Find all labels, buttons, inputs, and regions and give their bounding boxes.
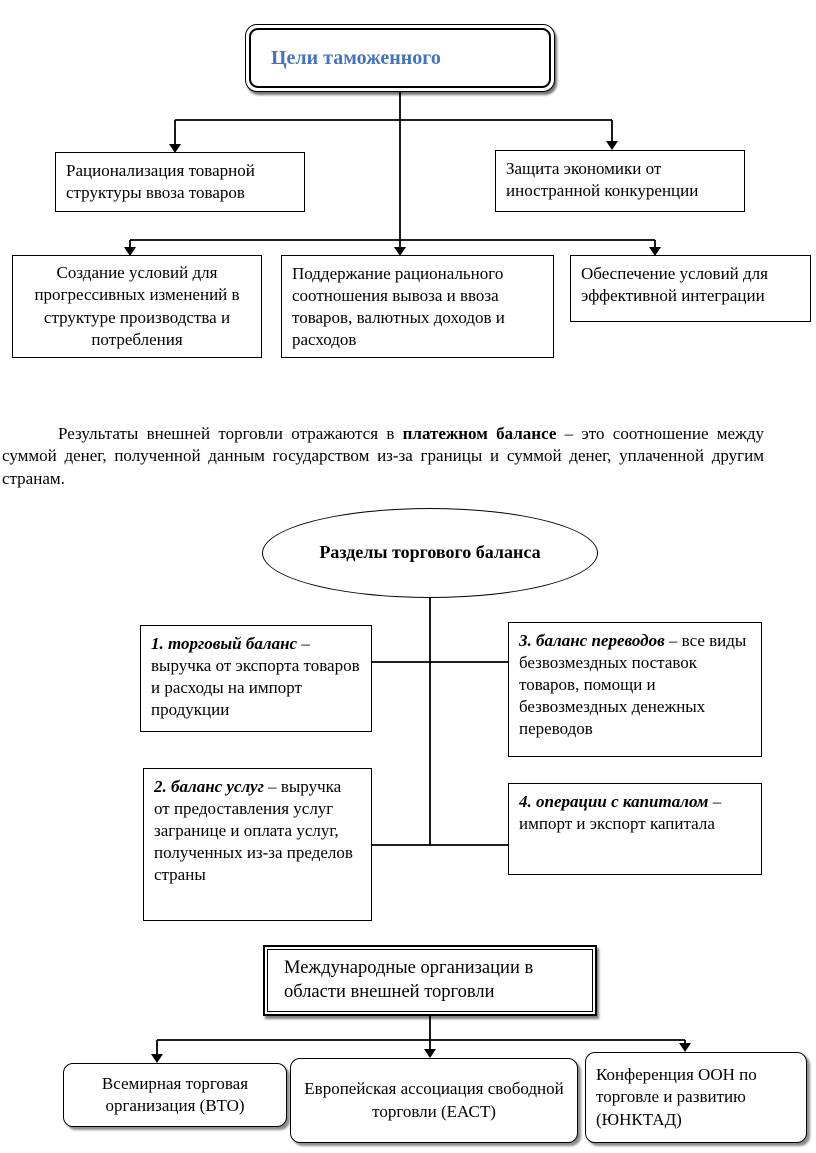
balance-box-transfers-term: 3. баланс переводов: [519, 631, 665, 650]
org-box-wto-label: Всемирная торговая организация (ВТО): [101, 1073, 249, 1115]
goal-box-effective-integration: Обеспечение условий для эффективной инте…: [570, 255, 811, 322]
trade-balance-title: Разделы торгового баланса: [319, 542, 541, 563]
customs-goals-title-inner: Цели таможенного: [249, 28, 551, 88]
goal-box-rational-ratio-label: Поддержание рационального соотношения вы…: [292, 264, 505, 350]
balance-box-services-rest: – выручка от предоставления услуг загран…: [154, 777, 353, 885]
paragraph-lead: Результаты внешней торговли отражаются в: [58, 424, 403, 443]
trade-balance-ellipse: Разделы торгового баланса: [262, 508, 598, 598]
balance-box-transfers: 3. баланс переводов – все виды безвозмез…: [508, 622, 762, 757]
paragraph-bold-term: платежном балансе: [402, 424, 557, 443]
org-box-unctad-label: Конференция ООН по торговле и развитию (…: [596, 1065, 757, 1129]
org-box-efta-label: Европейская ассоциация свободной торговл…: [304, 1079, 564, 1121]
organizations-title: Международные организации в области внеш…: [284, 958, 534, 1002]
goal-box-rational-ratio: Поддержание рационального соотношения вы…: [281, 255, 554, 358]
goal-box-progressive-changes: Создание условий для прогрессивных измен…: [12, 255, 262, 358]
balance-box-services-term: 2. баланс услуг: [154, 777, 264, 796]
balance-box-capital-rest: – импорт и экспорт капитала: [519, 792, 722, 834]
goal-box-economy-protection-label: Защита экономики от иностранной конкурен…: [506, 159, 699, 201]
customs-goals-title: Цели таможенного: [271, 46, 441, 69]
goal-box-progressive-changes-label: Создание условий для прогрессивных измен…: [34, 263, 240, 349]
balance-box-trade: 1. торговый баланс – выручка от экспорта…: [140, 625, 372, 732]
org-box-wto: Всемирная торговая организация (ВТО): [63, 1063, 287, 1127]
balance-box-capital-term: 4. операции с капиталом: [519, 792, 709, 811]
org-box-efta: Европейская ассоциация свободной торговл…: [290, 1058, 578, 1143]
organizations-title-box: Международные организации в области внеш…: [263, 945, 597, 1016]
goal-box-economy-protection: Защита экономики от иностранной конкурен…: [495, 150, 745, 212]
org-box-unctad: Конференция ООН по торговле и развитию (…: [585, 1052, 807, 1143]
organizations-title-inner: Международные организации в области внеш…: [267, 949, 593, 1012]
goal-box-rationalization-label: Рационализация товарной структуры ввоза …: [66, 161, 255, 203]
customs-goals-title-box: Цели таможенного: [245, 24, 555, 92]
balance-box-transfers-rest: – все виды безвозмездных поставок товаро…: [519, 631, 747, 739]
balance-box-trade-rest: – выручка от экспорта товаров и расходы …: [151, 634, 360, 720]
goal-box-rationalization: Рационализация товарной структуры ввоза …: [55, 152, 305, 212]
goal-box-effective-integration-label: Обеспечение условий для эффективной инте…: [581, 264, 768, 306]
balance-box-trade-term: 1. торговый баланс: [151, 634, 298, 653]
balance-box-capital: 4. операции с капиталом – импорт и экспо…: [508, 783, 762, 875]
paragraph-tail: – это соотношение между суммой денег, по…: [2, 424, 764, 488]
balance-box-services: 2. баланс услуг – выручка от предоставле…: [143, 768, 372, 921]
payment-balance-paragraph: Результаты внешней торговли отражаются в…: [2, 423, 764, 490]
